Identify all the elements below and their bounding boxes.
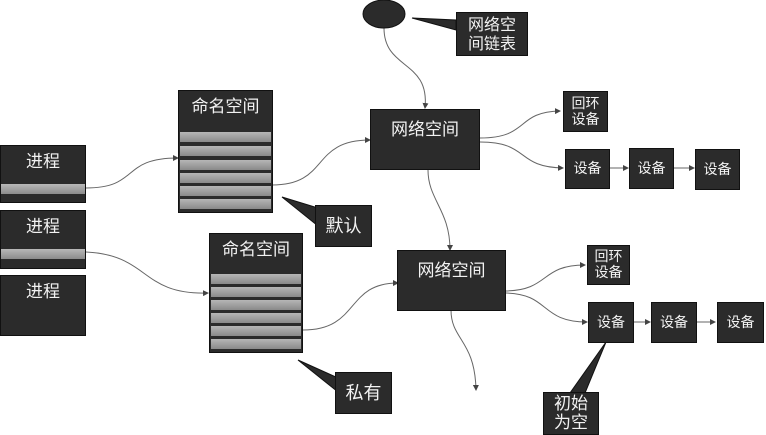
process-box: 进程 <box>0 210 86 269</box>
callout-text: 间链表 <box>467 34 516 53</box>
namespace-slot <box>211 287 301 297</box>
device-label: 设备 <box>726 314 755 331</box>
namespace-slot <box>180 173 271 183</box>
device: 设备 <box>588 302 634 343</box>
namespace-box-private: 命名空间 <box>209 233 303 353</box>
device-label: 设备 <box>571 111 600 128</box>
process-label: 进程 <box>26 217 60 237</box>
process-namespace-pointer <box>1 249 85 259</box>
arrow-list-to-net1 <box>383 27 429 109</box>
namespace-slot <box>211 274 301 284</box>
device-label: 设备 <box>597 314 625 331</box>
callout-pointer-private <box>297 359 339 394</box>
device-label: 设备 <box>703 161 732 178</box>
process-box: 进程 <box>0 275 86 336</box>
arrow-net2-to-next <box>450 309 479 391</box>
callout-text: 网络空 <box>467 15 516 34</box>
process-box: 进程 <box>0 145 86 203</box>
arrow-net2-to-loopback2 <box>505 262 586 292</box>
namespace-label: 命名空间 <box>222 240 290 260</box>
net-namespace-list-head <box>362 0 406 29</box>
device: 设备 <box>629 148 674 189</box>
namespace-slot <box>211 326 301 336</box>
arrow-net1-to-loopback1 <box>479 108 561 139</box>
arrow-process2-to-namespace2 <box>85 251 209 297</box>
loopback-device: 回环 设备 <box>587 245 630 285</box>
loopback-device: 回环 设备 <box>563 91 608 132</box>
net-namespace-box: 网络空间 <box>370 109 480 170</box>
callout-text: 初始 <box>554 393 588 414</box>
device-label: 回环 <box>594 249 623 265</box>
device-label: 设备 <box>594 265 623 281</box>
arrow-process1-to-namespace1 <box>85 155 179 189</box>
device: 设备 <box>695 149 740 190</box>
namespace-slot <box>180 199 271 209</box>
net-namespace-box: 网络空间 <box>397 250 506 311</box>
callout-private: 私有 <box>335 372 392 414</box>
device-label: 回环 <box>571 95 600 112</box>
callout-text: 私有 <box>345 382 382 404</box>
callout-text: 默认 <box>325 215 362 237</box>
namespace-slot <box>211 300 301 310</box>
device: 设备 <box>651 302 697 343</box>
device-label: 设备 <box>660 314 688 331</box>
arrow-namespace1-to-net1 <box>271 137 371 186</box>
namespace-slot <box>180 132 271 142</box>
namespace-slot <box>211 339 301 349</box>
device-label: 设备 <box>573 161 602 177</box>
callout-pointer-default <box>281 196 319 228</box>
net-namespace-label: 网络空间 <box>417 261 486 281</box>
device-label: 设备 <box>637 160 666 177</box>
callout-initial-empty: 初始 为空 <box>543 392 599 435</box>
namespace-slot <box>180 146 271 156</box>
arrow-namespace2-to-net2 <box>302 280 399 331</box>
device: 设备 <box>565 149 610 189</box>
process-label: 进程 <box>26 282 60 302</box>
callout-default: 默认 <box>315 205 372 247</box>
arrow-net1-to-net2 <box>427 169 453 251</box>
arrow-net1-to-device1 <box>479 141 564 171</box>
namespace-label: 命名空间 <box>191 97 260 117</box>
callout-pointer-list <box>411 17 457 31</box>
process-namespace-pointer <box>1 184 85 194</box>
callout-pointer-initial-empty <box>569 341 607 394</box>
namespace-box-default: 命名空间 <box>178 90 273 213</box>
process-label: 进程 <box>26 152 60 172</box>
arrow-net2-to-device4 <box>505 292 588 325</box>
callout-text: 为空 <box>554 412 588 433</box>
net-namespace-label: 网络空间 <box>391 120 459 140</box>
callout-net-namespace-list: 网络空 间链表 <box>456 12 528 56</box>
namespace-slot <box>180 186 271 196</box>
namespace-slot <box>180 160 271 170</box>
namespace-slot <box>211 313 301 323</box>
device: 设备 <box>717 302 764 343</box>
